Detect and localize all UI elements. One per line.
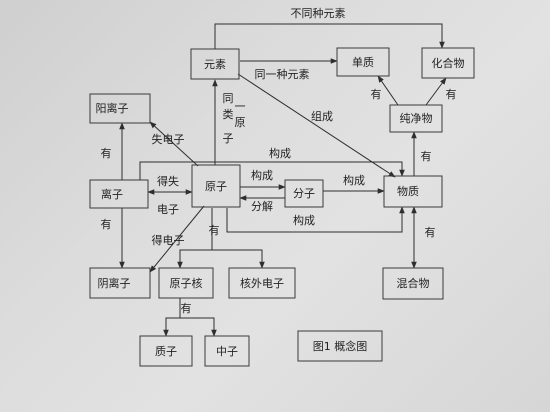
node-yuansu: 元素 [190,48,240,80]
label-you-yanglizi: 有 [101,146,112,160]
label-lei: 类 [223,107,234,121]
svg-text:物质: 物质 [397,184,419,198]
label-dianzi: 电子 [157,203,179,216]
svg-text:原子核: 原子核 [170,276,203,290]
svg-text:混合物: 混合物 [397,276,430,290]
edge-yuanzi-yuanzihe [177,249,212,269]
edge-yuanzihe-zhongzi [180,317,217,337]
node-chunjingwu: 纯净物 [389,104,443,133]
svg-text:化合物: 化合物 [432,56,465,70]
edge-yuanzi-yinlizi [149,205,205,273]
label-yi: 一 [235,100,246,113]
node-fenzi: 分子 [284,179,324,208]
edge-yuanzihe-zhizi [163,298,181,337]
svg-text:图1 概念图: 图1 概念图 [313,339,368,353]
node-yinlizi: 阴离子 [89,267,151,299]
label-you-huahewu: 有 [446,87,457,101]
label-zucheng: 组成 [311,109,333,123]
svg-text:阴离子: 阴离子 [98,276,131,290]
label-you-danzhi: 有 [371,87,382,101]
svg-text:核外电子: 核外电子 [240,276,284,290]
svg-text:中子: 中子 [216,345,238,358]
label-yuan: 原 [235,116,246,129]
edge-lizi-wuzhi [139,161,405,180]
edge-yuanzi-wuzhi-bottom [226,206,405,233]
label-you-chunjingwu: 有 [421,149,432,163]
svg-text:单质: 单质 [352,56,374,69]
svg-text:质子: 质子 [155,345,177,358]
svg-text:原子: 原子 [205,180,227,193]
svg-text:离子: 离子 [101,187,123,201]
node-huahewu: 化合物 [421,47,475,79]
edge-yuanzi-hewaidianzi [211,208,265,269]
label-you-yinlizi: 有 [101,217,112,231]
node-yuanzi: 原子 [191,164,241,208]
label-goucheng-bottom: 构成 [293,213,315,227]
node-lizi: 离子 [89,179,149,209]
edge-yuansu-huahewu [214,23,445,49]
label-shidianzi: 失电子 [152,133,185,146]
label-dedianzi: 得电子 [152,234,185,247]
label-deshi: 得失 [157,175,179,188]
edge-yuanzi-yanglizi [149,121,199,167]
label-goucheng-fenzi: 构成 [251,168,273,182]
label-goucheng-wuzhi: 构成 [343,173,365,187]
node-yanglizi: 阳离子 [89,93,151,124]
label-tong: 同 [223,92,234,105]
label-you-hunhewu: 有 [425,225,436,239]
label-butongzhong: 不同种元素 [291,6,346,20]
svg-text:分子: 分子 [293,187,315,200]
label-goucheng-top: 构成 [269,146,291,160]
node-yuanzihe: 原子核 [158,267,214,299]
label-tongyizhong: 同一种元素 [255,67,310,81]
node-hewaidianzi: 核外电子 [228,267,296,299]
node-zhongzi: 中子 [204,335,250,367]
label-zi: 子 [223,132,234,145]
node-hunhewu: 混合物 [382,267,444,300]
label-you-yuanzi: 有 [209,223,220,237]
node-danzhi: 单质 [336,47,390,77]
node-zhizi: 质子 [139,335,193,367]
edge-yuansu-wuzhi [237,73,396,178]
edge-chunjingwu-danzhi [377,75,399,106]
svg-text:元素: 元素 [204,58,226,71]
svg-text:纯净物: 纯净物 [400,111,433,125]
edge-chunjingwu-huahewu [425,77,447,106]
svg-text:阳离子: 阳离子 [96,101,129,115]
label-you-yuanzihe: 有 [181,301,192,315]
node-wuzhi: 物质 [383,175,443,208]
figure-caption: 图1 概念图 [297,330,383,362]
label-fenjie: 分解 [251,199,273,213]
